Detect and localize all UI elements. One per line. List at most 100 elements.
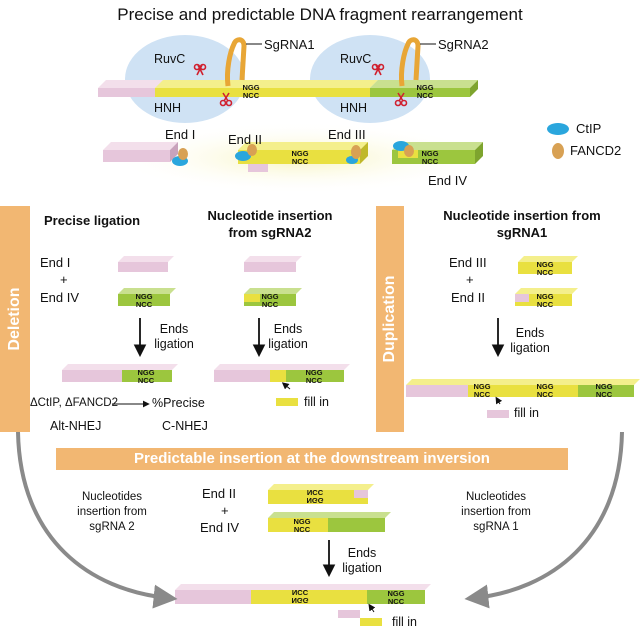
- del-ncc-b: NCC: [138, 376, 155, 385]
- sgrna2-label: SgRNA2: [438, 37, 489, 52]
- dup-ncc-d: NCC: [537, 390, 554, 399]
- end2-ngg: NGG: [291, 149, 308, 158]
- del-ngg-a: NGG: [135, 292, 152, 301]
- del-end-i-fragment: [118, 256, 174, 272]
- inv-right-note: Nucleotides insertion from sgRNA 1: [461, 491, 531, 533]
- inv-left-note: Nucleotides insertion from sgRNA 2: [77, 491, 147, 533]
- page-title: Precise and predictable DNA fragment rea…: [117, 5, 523, 24]
- inv-end-ii-label: End II: [202, 486, 236, 501]
- hnh-label-2: HNH: [340, 101, 368, 115]
- dup-fill-in: fill in: [514, 406, 540, 420]
- curved-arrow-left: [16, 431, 178, 609]
- end4-ngg: NGG: [421, 149, 438, 158]
- inv-ngg-c: NGG: [387, 589, 404, 598]
- end4-ncc: NCC: [422, 157, 439, 166]
- ctip-protein: [235, 151, 251, 161]
- del-precise-product: [62, 364, 178, 382]
- inv-ncc-flip2: NCC: [292, 588, 309, 597]
- ctip-legend-icon: [547, 123, 569, 135]
- deletion-sidebar: Deletion: [0, 206, 30, 432]
- legend-ctip: CtIP: [576, 121, 602, 136]
- inv-ncc-flip: NCC: [307, 488, 324, 497]
- curved-arrow-right: [464, 431, 624, 609]
- duplication-sidebar: Duplication: [376, 206, 404, 432]
- del-end-iv-label: End IV: [40, 290, 80, 305]
- fancd2-protein: [178, 148, 188, 160]
- ins-sgrna2-title: Nucleotide insertion from sgRNA2: [207, 208, 333, 240]
- del-plus: +: [60, 272, 68, 287]
- top-ncc-2: NCC: [417, 91, 434, 100]
- inv-end-iv-fragment: [268, 512, 391, 532]
- ins-fill-in: fill in: [304, 395, 330, 409]
- inv-fill-in: fill in: [392, 615, 418, 629]
- end-i-label: End I: [165, 127, 196, 142]
- fancd2-legend-icon: [552, 143, 564, 159]
- inv-ngg-flip: NGG: [306, 496, 323, 505]
- inv-ends-ligation: Ends ligation: [342, 546, 382, 575]
- dup-ngg-e: NGG: [595, 382, 612, 391]
- ins-ends-ligation: Ends ligation: [268, 322, 308, 351]
- dup-ncc-c: NCC: [474, 390, 491, 399]
- dup-end-iii-fragment: [518, 256, 578, 274]
- fancd2-protein: [247, 144, 257, 156]
- inversion-banner: Predictable insertion at the downstream …: [56, 448, 568, 470]
- legend-fancd2: FANCD2: [570, 143, 622, 158]
- ruvc-label-1: RuvC: [154, 52, 186, 66]
- inv-ncc-c: NCC: [388, 597, 405, 606]
- dup-product: [406, 379, 640, 397]
- del-ncc-a: NCC: [136, 300, 153, 309]
- fancd2-protein: [404, 145, 414, 157]
- cas9-bubble-1: [125, 35, 245, 123]
- ruvc-label-2: RuvC: [340, 52, 372, 66]
- del-precise-pct: %Precise: [152, 396, 205, 410]
- ins-ngg-a: NGG: [261, 292, 278, 301]
- hnh-label-1: HNH: [154, 101, 182, 115]
- top-ngg-1: NGG: [242, 83, 259, 92]
- end-iii-label: End III: [328, 127, 366, 142]
- inv-product: [175, 584, 431, 604]
- del-ends-ligation: Ends ligation: [154, 322, 194, 351]
- del-ins-end-i-fragment: [244, 256, 302, 272]
- end-ii-iii-fragment: [238, 142, 368, 172]
- dup-plus: +: [466, 272, 474, 287]
- dup-ngg-b: NGG: [536, 292, 553, 301]
- duplication-label: Duplication: [381, 275, 398, 363]
- dup-end-ii-fragment: [515, 288, 578, 306]
- del-end-iv-fragment: [118, 288, 176, 306]
- dup-fill-in-bar: [487, 410, 509, 418]
- scissors-icon: [193, 63, 408, 107]
- dup-ends-ligation: Ends ligation: [510, 326, 550, 355]
- sgrna2-hook: [399, 37, 421, 87]
- inv-fill-in-yellow: [360, 618, 382, 626]
- inv-end-ii-fragment: [268, 484, 374, 504]
- ins-sgrna1-title: Nucleotide insertion from sgRNA1: [443, 208, 601, 240]
- inv-plus: +: [221, 503, 229, 518]
- del-c-nhej: C-NHEJ: [162, 419, 208, 433]
- del-ngg-b: NGG: [137, 368, 154, 377]
- inv-ngg-flip2: NGG: [291, 596, 308, 605]
- ins-ncc-b: NCC: [306, 376, 323, 385]
- sgrna1-label: SgRNA1: [264, 37, 315, 52]
- sgrna1-hook: [225, 37, 247, 87]
- del-ins-end-iv-fragment: [244, 288, 302, 306]
- dup-ngg-d: NGG: [536, 382, 553, 391]
- end-i-fragment: [103, 142, 178, 162]
- dup-end-iii-label: End III: [449, 255, 487, 270]
- end2-ncc: NCC: [292, 157, 309, 166]
- del-ctip-fancd2: ΔCtIP, ΔFANCD2: [30, 397, 119, 409]
- top-dna-bar: [98, 80, 478, 97]
- inv-fill-in-pink: [338, 610, 360, 618]
- inv-ngg-a: NGG: [293, 517, 310, 526]
- end-iv-label: End IV: [428, 173, 468, 188]
- inv-ncc-a: NCC: [294, 525, 311, 534]
- del-alt-nhej: Alt-NHEJ: [50, 419, 102, 433]
- dup-ncc-b: NCC: [537, 300, 554, 309]
- inv-end-iv-label: End IV: [200, 520, 240, 535]
- end-ii-label: End II: [228, 132, 262, 147]
- dup-end-ii-label: End II: [451, 290, 485, 305]
- precise-ligation-title: Precise ligation: [44, 213, 141, 228]
- del-end-i-label: End I: [40, 255, 71, 270]
- del-ins-product: [214, 364, 350, 382]
